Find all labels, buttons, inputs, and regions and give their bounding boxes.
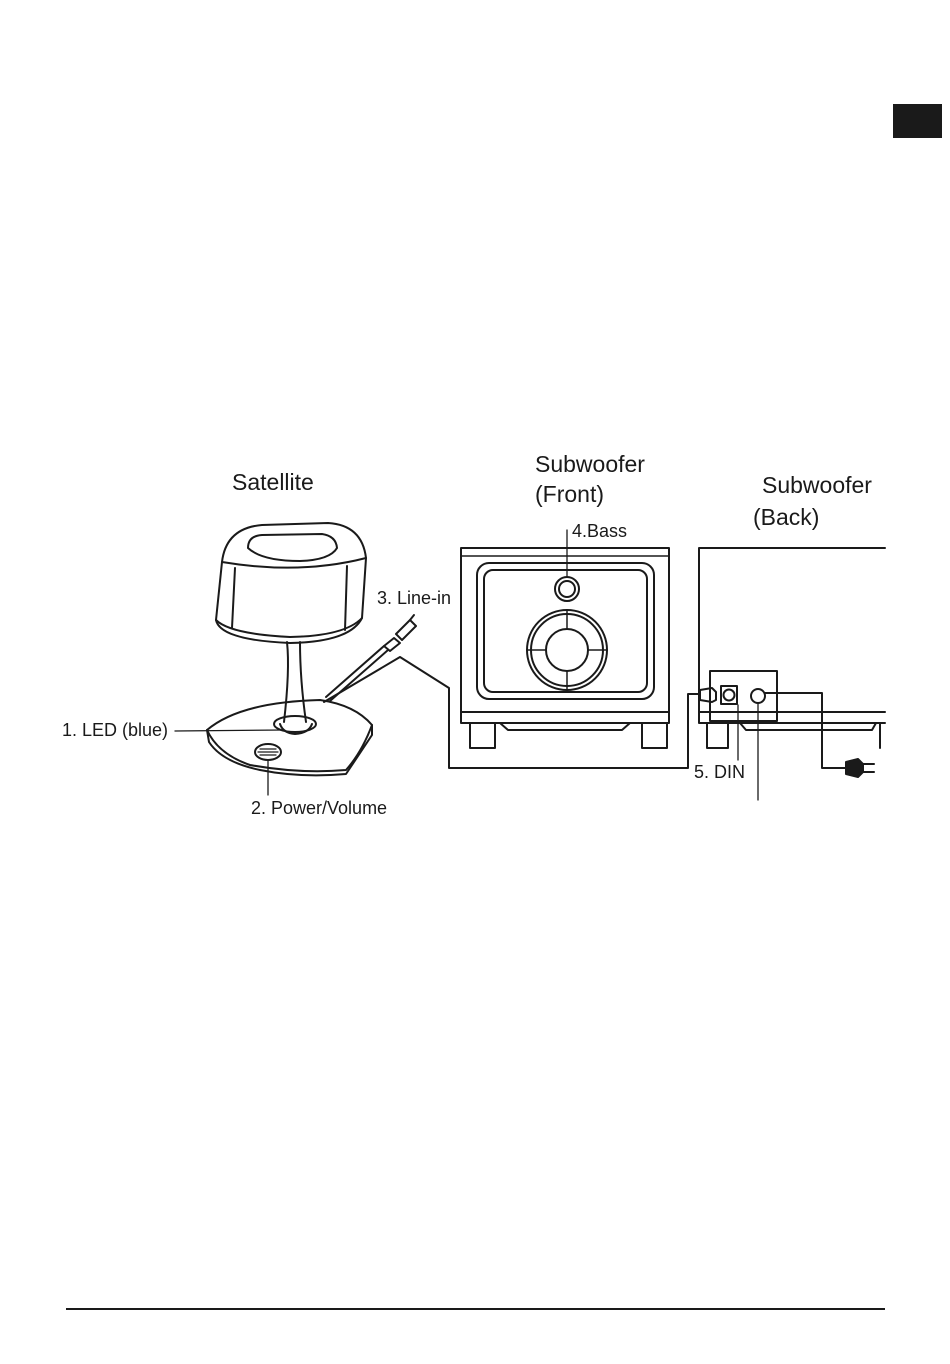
subwoofer-front-heading-line1: Subwoofer (535, 450, 645, 478)
power-plug-icon (846, 759, 874, 777)
din-label: 5. DIN (694, 761, 745, 783)
subwoofer-back-heading-line1: Subwoofer (762, 471, 872, 499)
subwoofer-front-heading-line2: (Front) (535, 480, 604, 508)
subwoofer-back-heading-line2: (Back) (753, 503, 819, 531)
bass-label: 4.Bass (572, 520, 627, 542)
subwoofer-front (461, 530, 669, 748)
line-in-label: 3. Line-in (377, 587, 451, 609)
power-volume-label: 2. Power/Volume (251, 797, 387, 819)
led-label: 1. LED (blue) (62, 719, 168, 741)
satellite-heading: Satellite (232, 468, 314, 496)
satellite-speaker (207, 523, 372, 775)
footer-rule (66, 1308, 885, 1310)
led-leader-line (175, 730, 283, 731)
